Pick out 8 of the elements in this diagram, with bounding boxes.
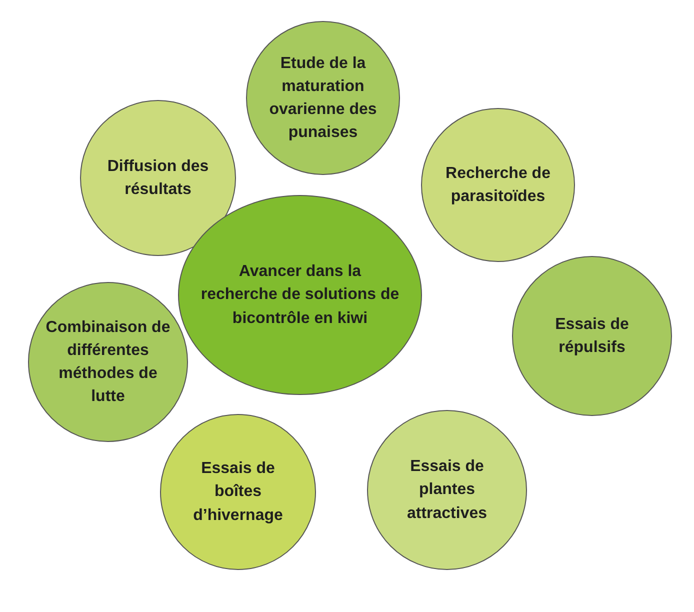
node-label: Avancer dans la recherche de solutions de bicontrôle en kiwi (200, 262, 400, 329)
node-label: Essais de répulsifs (554, 314, 630, 358)
node-label: Combinaison de différentes méthodes de lutte (44, 318, 172, 408)
node-label: Diffusion des résultats (106, 156, 210, 200)
node-label: Etude de la maturation ovarienne des punaises (268, 54, 378, 144)
node-label: Essais de boîtes d’hivernage (192, 459, 284, 526)
node-label: Recherche de parasitoïdes (444, 164, 552, 207)
node-label: Essais de plantes attractives (406, 457, 488, 524)
